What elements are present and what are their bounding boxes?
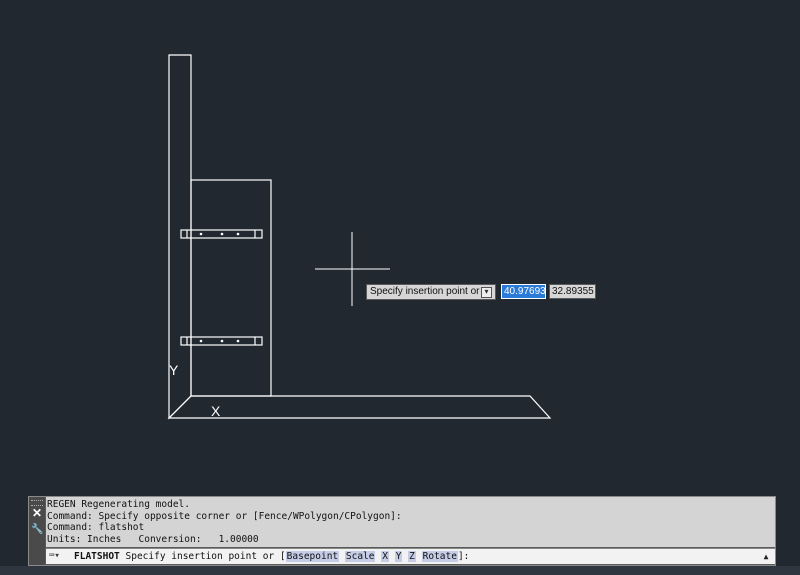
prompt-end: ]: xyxy=(457,551,470,562)
command-icon[interactable]: ⌨▾ xyxy=(49,551,60,561)
history-scroll-up-icon[interactable]: ▲ xyxy=(763,552,769,561)
option-z[interactable]: Z xyxy=(408,551,416,562)
command-prompt: FLATSHOT Specify insertion point or [Bas… xyxy=(74,549,469,564)
tooltip-text: Specify insertion point or xyxy=(370,286,480,297)
prompt-text: Specify insertion point or [ xyxy=(125,551,286,562)
option-y[interactable]: Y xyxy=(394,551,403,562)
command-history: REGEN Regenerating model. Command: Speci… xyxy=(46,497,775,547)
upper-bracket[interactable] xyxy=(180,229,263,239)
close-icon[interactable]: ✕ xyxy=(31,506,43,520)
ucs-x-label: X xyxy=(211,403,221,419)
option-rotate[interactable]: Rotate xyxy=(421,551,458,562)
history-line: Command: flatshot xyxy=(47,522,145,533)
cabinet-box[interactable] xyxy=(190,179,272,397)
history-line: REGEN Regenerating model. xyxy=(47,499,190,510)
history-line: Units: Inches Conversion: 1.00000 xyxy=(47,533,259,545)
option-x[interactable]: X xyxy=(381,551,389,562)
dynamic-y-field[interactable]: 32.89355 xyxy=(549,284,596,299)
option-basepoint[interactable]: Basepoint xyxy=(285,551,340,562)
status-strip xyxy=(0,566,800,575)
option-scale[interactable]: Scale xyxy=(344,551,376,562)
ucs-y-label: Y xyxy=(169,362,179,378)
command-window-grip[interactable]: ✕ 🔧 xyxy=(29,497,45,565)
history-line: Command: Specify opposite corner or [Fen… xyxy=(47,510,402,522)
lower-bracket[interactable] xyxy=(180,336,263,346)
grip-handle-icon[interactable] xyxy=(31,500,43,506)
base-plate[interactable] xyxy=(167,395,552,419)
arrow-down-icon[interactable]: ▾ xyxy=(481,287,492,298)
command-name: FLATSHOT xyxy=(74,551,120,562)
dynamic-input-tooltip: Specify insertion point or ▾ xyxy=(366,284,496,300)
command-window: ✕ 🔧 REGEN Regenerating model. Command: S… xyxy=(28,496,776,566)
ucs-icon: Y X xyxy=(169,362,221,419)
command-line-input[interactable]: ⌨▾ FLATSHOT Specify insertion point or [… xyxy=(46,548,775,564)
crosshair-cursor xyxy=(315,232,390,306)
wrench-icon[interactable]: 🔧 xyxy=(31,524,44,535)
dynamic-x-field[interactable]: 40.97693 xyxy=(501,284,546,299)
